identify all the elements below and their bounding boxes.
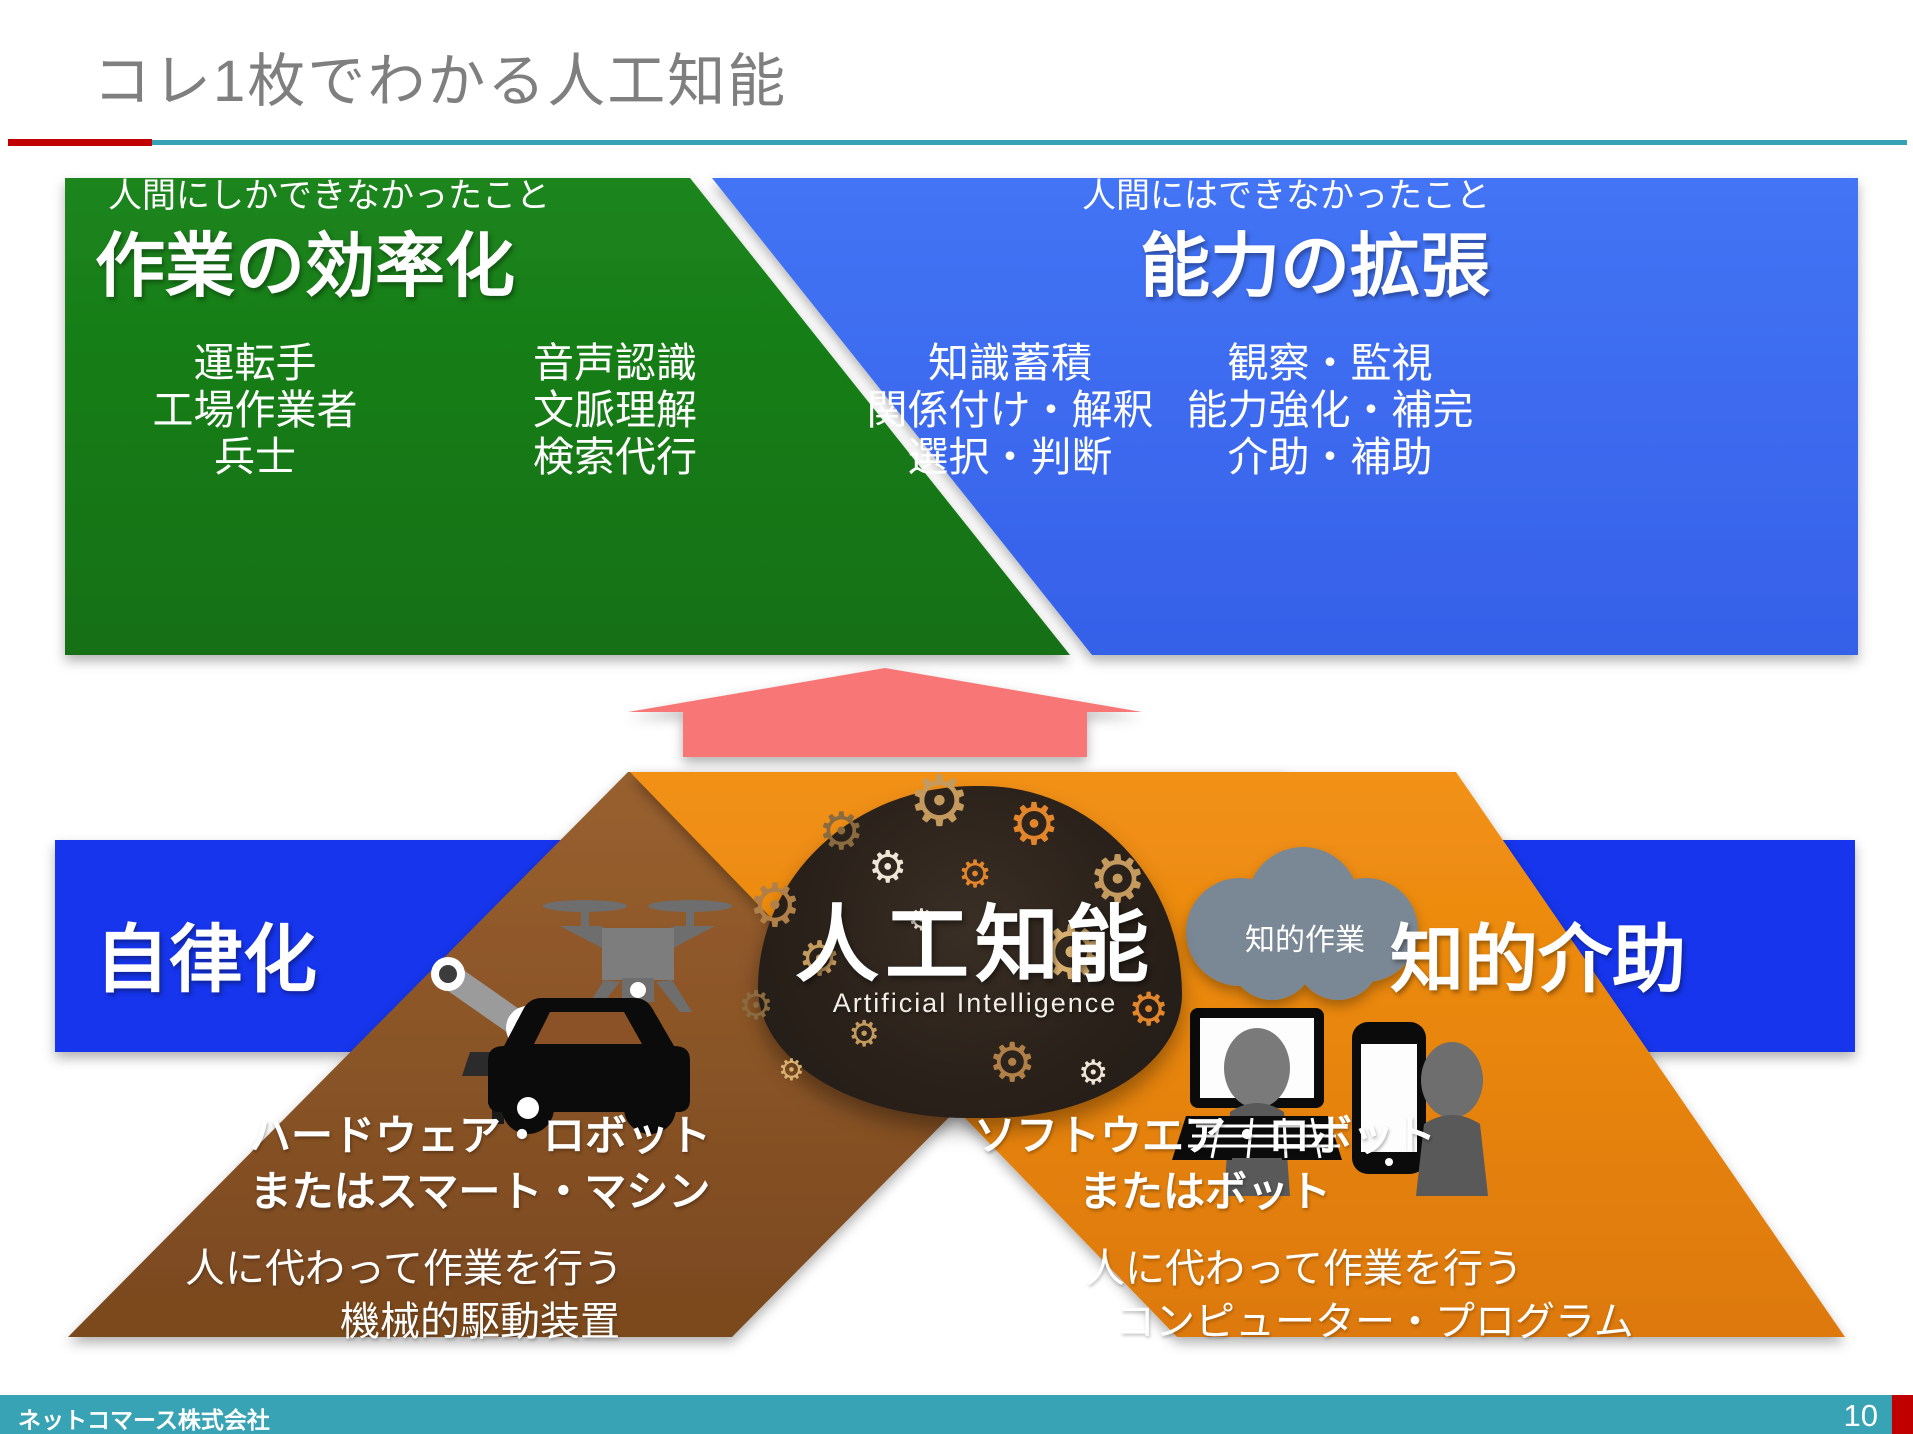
drone-icon	[543, 900, 732, 1012]
gear-icon: ⚙	[908, 904, 935, 937]
blue-box-heading: 能力の拡張	[1140, 227, 1490, 305]
thought-cloud	[1186, 847, 1418, 1000]
list-item: 関係付け・解釈	[866, 387, 1154, 433]
gear-icon: ⚙	[1128, 983, 1170, 1035]
green-box-list-2: 音声認識 文脈理解 検索代行	[470, 340, 760, 481]
cloud-label: 知的作業	[1245, 924, 1365, 957]
list-item: 知識蓄積	[928, 340, 1092, 386]
gear-icon: ⚙	[748, 872, 802, 939]
title-underline-teal	[152, 140, 1907, 145]
bottom-right-body-line2: コンピューター・プログラム	[1115, 1300, 1634, 1344]
list-item: 工場作業者	[152, 387, 358, 433]
page-number: 10	[1843, 1398, 1878, 1433]
list-item: 兵士	[214, 434, 296, 480]
ai-title: 人工知能	[794, 898, 1155, 992]
bottom-left-heading: ハードウェア・ロボット またはスマート・マシン	[230, 1108, 730, 1220]
up-arrow	[628, 668, 1142, 757]
gear-icon: ⚙	[798, 933, 842, 986]
gear-icon: ⚙	[1008, 792, 1060, 857]
list-item: 検索代行	[533, 434, 697, 480]
gear-icon: ⚙	[1088, 842, 1148, 916]
gear-icon: ⚙	[818, 803, 865, 861]
list-item: 介助・補助	[1227, 434, 1433, 480]
gear-icon: ⚙	[958, 854, 993, 896]
right-banner-label: 知的介助	[1390, 918, 1686, 1001]
car-icon	[488, 998, 690, 1134]
blue-box-list-2: 観察・監視 能力強化・補完 介助・補助	[1165, 340, 1495, 481]
ai-subtitle: Artificial Intelligence	[832, 988, 1118, 1018]
footer-bar	[0, 1395, 1913, 1434]
list-item: 文脈理解	[533, 387, 697, 433]
gear-icon: ⚙	[1038, 911, 1105, 994]
gear-icon: ⚙	[848, 1013, 881, 1054]
blue-box-shape	[712, 178, 1858, 655]
list-item: 観察・監視	[1227, 340, 1433, 386]
title-underline-red	[8, 139, 152, 146]
bottom-right-heading: ソフトウエア・ロボット またはボット	[955, 1108, 1455, 1220]
footer-company: ネットコマース株式会社	[18, 1407, 270, 1433]
blue-box-list-1: 知識蓄積 関係付け・解釈 選択・判断	[850, 340, 1170, 481]
person-laptop-icon	[1172, 1008, 1342, 1196]
gear-icon: ⚙	[778, 1054, 805, 1087]
gear-icon: ⚙	[908, 762, 971, 840]
heading-line: ソフトウエア・ロボット	[973, 1112, 1436, 1159]
footer-red-block	[1892, 1395, 1913, 1434]
bottom-right-body-line1: 人に代わって作業を行う	[1085, 1247, 1523, 1291]
gear-icon: ⚙	[1078, 1054, 1109, 1092]
green-box-tagline: 人間にしかできなかったこと	[108, 177, 550, 215]
blue-box-tagline: 人間にはできなかったこと	[1082, 177, 1490, 215]
brain-gears-image: ⚙ ⚙ ⚙ ⚙ ⚙ ⚙ ⚙ ⚙ ⚙ ⚙ ⚙ ⚙ ⚙ ⚙ ⚙ ⚙	[738, 766, 1182, 1118]
green-box-shape	[65, 178, 1070, 655]
gear-icon: ⚙	[868, 843, 908, 892]
green-box-list-1: 運転手 工場作業者 兵士	[110, 340, 400, 481]
list-item: 音声認識	[533, 340, 697, 386]
heading-line: またはボット	[1078, 1168, 1331, 1215]
person-phone-icon	[1352, 1022, 1488, 1196]
list-item: 能力強化・補完	[1186, 387, 1474, 433]
gear-icon: ⚙	[988, 1033, 1037, 1093]
page-title: コレ1枚でわかる人工知能	[93, 49, 788, 114]
heading-line: ハードウェア・ロボット	[248, 1112, 711, 1159]
list-item: 選択・判断	[907, 434, 1113, 480]
bottom-left-body-line2: 機械的駆動装置	[340, 1300, 620, 1344]
left-banner-label: 自律化	[95, 918, 317, 1001]
green-box-heading: 作業の効率化	[95, 227, 515, 305]
list-item: 運転手	[193, 340, 317, 386]
gear-icon: ⚙	[738, 984, 774, 1028]
heading-line: またはスマート・マシン	[249, 1168, 711, 1215]
bottom-left-body-line1: 人に代わって作業を行う	[185, 1247, 623, 1291]
